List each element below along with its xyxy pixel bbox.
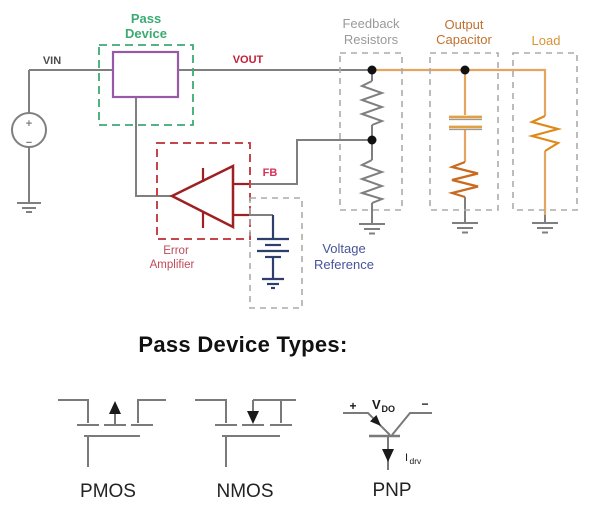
output-capacitor-label-line1: Output [444,17,483,32]
pnp-emitter-arrow-icon [370,415,381,426]
error-amplifier-icon [169,163,249,230]
pnp-emitter-lead [343,412,391,436]
pmos-arrow-up-icon [109,401,121,414]
error-amplifier-label-line2: Amplifier [150,259,195,271]
nmos-arrow-down-icon [247,411,259,424]
feedback-resistors-label-line2: Resistors [344,32,399,47]
ground-icon [532,222,558,234]
gray-wires [28,69,546,224]
vout-orange-wire [373,68,547,116]
load-resistor-icon [527,115,563,152]
vout-fb-junction-dot [367,65,377,75]
feedback-resistor-icons [358,80,386,235]
section-title: Pass Device Types: [138,332,347,357]
orange-net [373,68,547,215]
voltage-reference-dashed-box [249,197,303,309]
capacitor-plate-shadows [449,118,482,131]
pnp-collector-lead [391,412,432,436]
error-amplifier-dashed-box [156,142,251,240]
load-dashed-box [512,52,578,211]
ground-icon [359,223,385,235]
pnp-idrv-arrow-icon [382,449,394,462]
resistor-r2-icon [358,159,386,204]
pnp-minus-label: − [421,397,428,411]
pmos-symbol-icon [58,399,166,467]
voltage-reference-label-line1: Voltage [322,241,365,256]
pass-device-block [111,50,180,99]
pnp-label: PNP [372,480,411,501]
pass-device-dashed-box [98,44,194,126]
nmos-label: NMOS [217,481,274,502]
cap-junction-dot [460,65,470,75]
output-capacitor-label-line2: Capacitor [436,32,492,47]
nmos-symbol-icon [195,399,296,467]
feedback-resistors-label-line1: Feedback [342,16,400,31]
pass-device-label-line1: Pass [131,11,161,26]
source-minus-sign: − [26,137,32,149]
voltage-source-circle [11,112,47,148]
esr-resistor-icon [447,160,479,199]
output-capacitor-dashed-box [429,52,499,211]
pnp-vdo-subscript: DO [382,404,396,414]
resistor-r1-icon [358,80,386,126]
fb-net-label: FB [263,167,278,179]
vout-net-label: VOUT [233,54,264,66]
pnp-symbol-icon [343,412,432,470]
amp-to-pass-wire [135,97,172,197]
input-voltage-source-icon: + − [11,112,47,213]
ground-icon [452,222,478,234]
pnp-plus-label: + [349,399,356,413]
voltage-reference-battery-icon [257,215,289,290]
vin-net-label: VIN [43,55,61,67]
pmos-label: PMOS [80,481,136,502]
output-capacitor-icon [447,115,482,234]
voltage-reference-label-line2: Reference [314,257,374,272]
load-label: Load [532,33,561,48]
ground-icon [262,277,284,290]
fb-wire [249,139,371,185]
ground-icon [17,202,41,213]
pnp-idrv-label: I [405,452,408,464]
junction-dots [367,65,470,145]
pnp-idrv-subscript: drv [410,456,423,466]
fb-tap-junction-dot [367,135,377,145]
pnp-vdo-label: V [372,397,381,412]
error-amplifier-label-line1: Error [163,245,189,257]
error-amplifier-pins [201,168,249,228]
load-icon [527,115,563,234]
source-plus-sign: + [26,118,32,130]
pass-device-label-line2: Device [125,26,167,41]
